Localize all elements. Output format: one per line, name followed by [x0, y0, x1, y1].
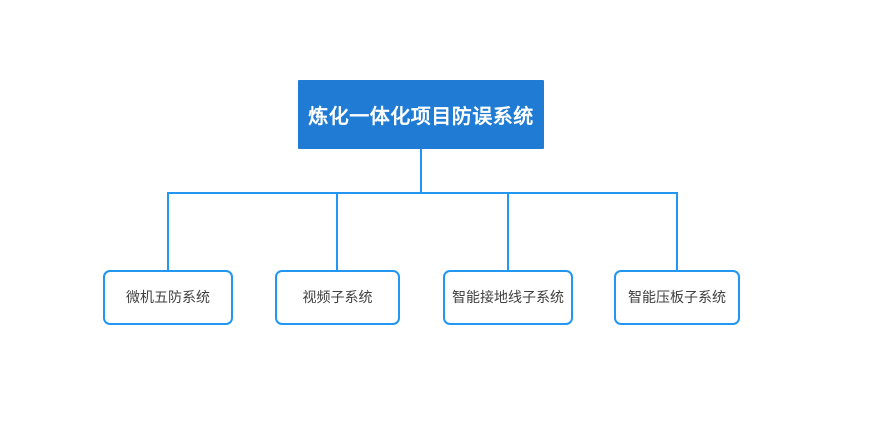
child-node-4-label: 智能压板子系统	[628, 289, 726, 306]
child-node-2[interactable]: 视频子系统	[275, 270, 400, 325]
child-node-1-label: 微机五防系统	[126, 289, 210, 306]
child-node-1[interactable]: 微机五防系统	[103, 270, 233, 325]
child-node-4[interactable]: 智能压板子系统	[614, 270, 740, 325]
root-node-label: 炼化一体化项目防误系统	[308, 106, 534, 128]
root-node[interactable]: 炼化一体化项目防误系统	[298, 80, 544, 149]
child-node-3[interactable]: 智能接地线子系统	[443, 270, 573, 325]
child-node-3-label: 智能接地线子系统	[452, 289, 564, 306]
child-node-2-label: 视频子系统	[302, 289, 373, 306]
